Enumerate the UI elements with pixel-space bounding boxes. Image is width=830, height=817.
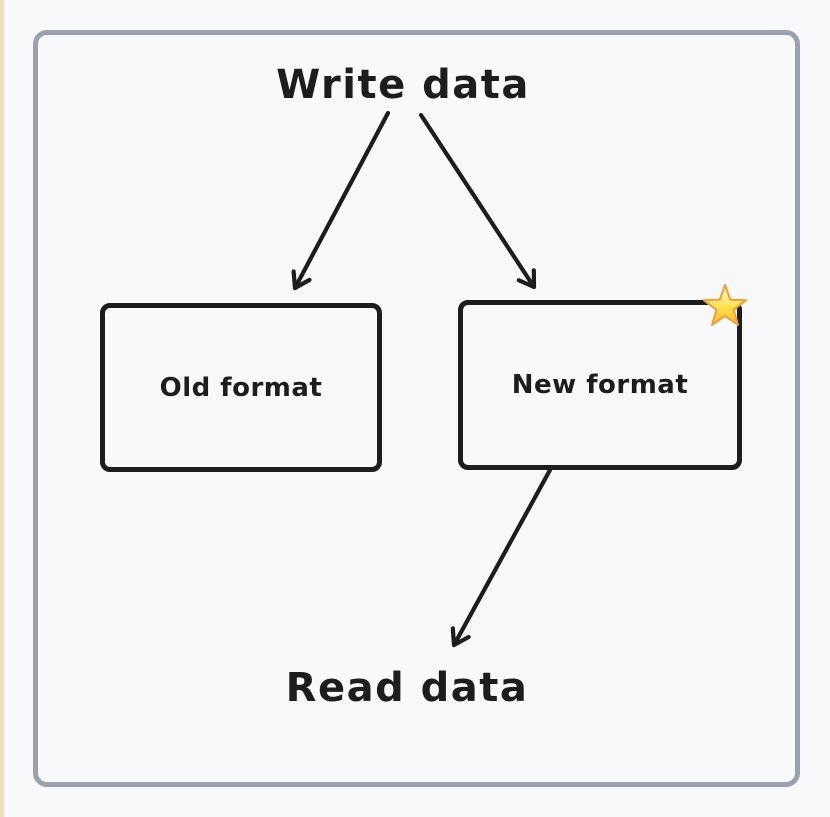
write-data-label: Write data xyxy=(276,62,530,108)
star-icon xyxy=(702,283,748,326)
read-data-label: Read data xyxy=(285,665,529,711)
left-edge-strip xyxy=(0,0,4,817)
old-format-label: Old format xyxy=(159,372,323,403)
outer-frame-rectangle xyxy=(33,30,800,787)
node-old-format: Old format xyxy=(100,303,382,472)
new-format-label: New format xyxy=(511,370,689,400)
node-new-format: New format xyxy=(458,300,742,470)
